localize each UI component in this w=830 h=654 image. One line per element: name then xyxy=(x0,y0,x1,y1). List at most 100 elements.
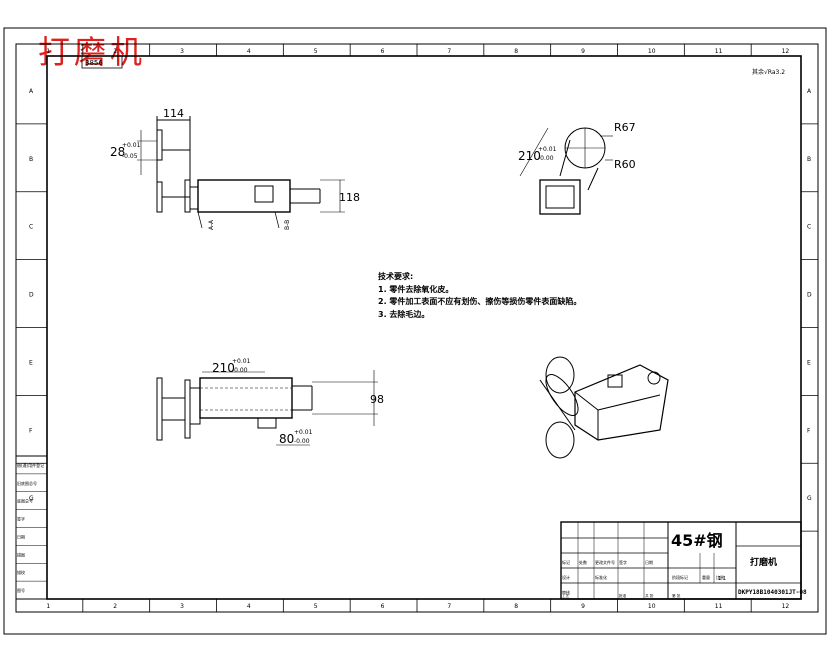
tech-req-item-2: 2. 零件加工表面不应有划伤、擦伤等损伤零件表面缺陷。 xyxy=(378,297,582,306)
dim-28-tol-lower: -0.05 xyxy=(122,153,138,160)
row-label-right: C xyxy=(807,224,811,231)
column-label-top: 11 xyxy=(715,48,723,55)
dim-210-top-tol-upper: +0.01 xyxy=(538,146,557,153)
scale-value: 1:1 xyxy=(718,576,726,582)
row-label-right: E xyxy=(807,359,811,366)
column-label-bottom: 4 xyxy=(247,603,251,610)
column-label-top: 5 xyxy=(314,48,318,55)
column-label-bottom: 1 xyxy=(46,603,50,610)
title-block-header-cell: 签字 xyxy=(619,559,627,565)
roughness-note: 其余√Ra3.2 xyxy=(752,68,785,76)
column-label-top: 2 xyxy=(113,48,117,55)
drawing-title-overlay: 打磨机 xyxy=(38,33,147,71)
title-block-header-cell: 批准 xyxy=(619,593,627,598)
column-label-bottom: 3 xyxy=(180,603,184,610)
left-strip-label: 借(通)用件登记 xyxy=(17,462,44,468)
tech-req-item-3: 3. 去除毛边。 xyxy=(378,309,430,319)
dim-80-tol-lower: -0.00 xyxy=(294,438,310,445)
dim-210-top-tol-lower: -0.00 xyxy=(538,155,554,162)
title-block-header-cell: 重量 xyxy=(702,574,710,580)
row-label-left: F xyxy=(29,427,33,434)
top-view-bottom-left xyxy=(156,370,378,446)
isometric-view xyxy=(539,356,669,459)
row-label-left: G xyxy=(29,495,34,502)
column-label-bottom: 6 xyxy=(381,603,385,610)
dim-80-tol-upper: +0.01 xyxy=(294,429,313,436)
title-block-header-cell: 日期 xyxy=(645,559,653,565)
title-block-header-cell: 第 张 xyxy=(672,593,681,598)
left-strip-label: 日期 xyxy=(17,533,25,539)
title-block-header-cell: 阶段标记 xyxy=(672,574,688,580)
row-label-right: G xyxy=(807,495,812,502)
column-label-top: 1 xyxy=(46,48,50,55)
column-label-top: 12 xyxy=(782,48,790,55)
row-label-left: E xyxy=(29,359,33,366)
dim-210-bottom-tol-upper: +0.01 xyxy=(232,358,251,365)
dim-210-bottom: 210 xyxy=(212,361,235,375)
outer-border xyxy=(3,27,827,635)
title-block-header-cell: 审核 xyxy=(562,589,570,595)
title-block-header-cell: 共 张 xyxy=(645,593,654,598)
column-label-top: 4 xyxy=(247,48,251,55)
column-label-bottom: 11 xyxy=(715,603,723,610)
top-left-code: 3856 xyxy=(85,59,103,67)
left-strip-label: 底图总号 xyxy=(17,498,33,504)
column-label-top: 6 xyxy=(381,48,385,55)
dim-114: 114 xyxy=(163,107,184,120)
code-box xyxy=(81,55,123,69)
drawing-number: DKPY18B1040301JT-08 xyxy=(738,589,807,596)
dim-r67: R67 xyxy=(614,121,636,134)
technical-requirements: 技术要求: 1. 零件去除氧化皮。 2. 零件加工表面不应有划伤、擦伤等损伤零件… xyxy=(378,271,581,321)
dim-118: 118 xyxy=(339,191,360,204)
column-label-bottom: 10 xyxy=(648,603,656,610)
section-b-label: B-B xyxy=(284,220,291,230)
left-strip-label: 签字 xyxy=(17,516,25,522)
side-view-top-right xyxy=(519,127,613,215)
dim-210-top: 210 xyxy=(518,149,541,163)
part-name: 打磨机 xyxy=(750,556,777,568)
column-label-bottom: 12 xyxy=(782,603,790,610)
dim-98: 98 xyxy=(370,393,384,406)
row-label-left: A xyxy=(29,88,34,95)
left-strip-label: 图号 xyxy=(17,587,25,593)
title-block-header-cell: 标准化 xyxy=(595,574,607,580)
left-strip-label: 旧底图总号 xyxy=(17,480,37,486)
left-strip-label: 描校 xyxy=(17,569,25,575)
column-label-top: 10 xyxy=(648,48,656,55)
tech-req-item-1: 1. 零件去除氧化皮。 xyxy=(378,284,454,294)
row-label-right: F xyxy=(807,427,811,434)
title-block-headers: 标记处数更改文件号签字日期审核设计标准化阶段标记重量比例工艺批准共 张第 张 xyxy=(562,559,724,598)
column-label-top: 9 xyxy=(581,48,585,55)
section-a-label: A-A xyxy=(208,219,215,230)
title-block-header-cell: 处数 xyxy=(579,559,587,565)
material: 45#钢 xyxy=(671,531,723,550)
column-label-bottom: 8 xyxy=(514,603,518,610)
title-block-header-cell: 标记 xyxy=(562,559,570,565)
zone-frame-outer xyxy=(15,43,819,613)
title-block-header-cell: 比例 xyxy=(716,574,724,580)
column-label-top: 8 xyxy=(514,48,518,55)
column-label-bottom: 9 xyxy=(581,603,585,610)
column-label-top: 3 xyxy=(180,48,184,55)
dim-r60: R60 xyxy=(614,158,636,171)
row-label-right: A xyxy=(807,88,812,95)
title-block-header-cell: 工艺 xyxy=(562,593,570,598)
column-label-bottom: 2 xyxy=(113,603,117,610)
column-label-top: 7 xyxy=(447,48,451,55)
title-block xyxy=(560,521,802,600)
tech-req-heading: 技术要求: xyxy=(378,272,414,281)
dim-80: 80 xyxy=(279,432,294,446)
zone-frame-inner xyxy=(46,55,802,600)
dim-28: 28 xyxy=(110,145,125,159)
row-label-right: B xyxy=(807,156,811,163)
title-block-header-cell: 设计 xyxy=(562,574,570,580)
column-label-bottom: 7 xyxy=(447,603,451,610)
left-strip-label: 描图 xyxy=(17,551,25,557)
row-label-left: B xyxy=(29,156,33,163)
